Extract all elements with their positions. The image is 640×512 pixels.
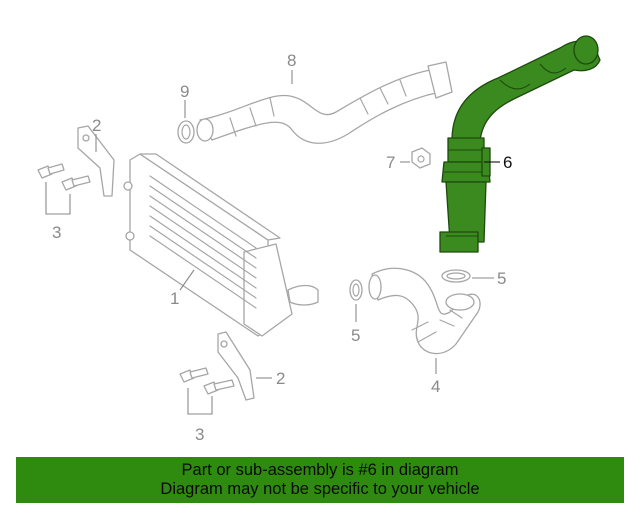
callout-2-lower[interactable]: 2 (276, 369, 285, 388)
leader-1 (179, 269, 195, 291)
part-8-upper-tube[interactable] (196, 61, 453, 144)
callout-6[interactable]: 6 (503, 153, 512, 172)
callout-9[interactable]: 9 (180, 82, 189, 101)
part-6-duct-assembly[interactable] (439, 35, 601, 253)
parts-diagram: 8 9 2 3 1 2 3 7 6 5 5 4 (37, 35, 601, 444)
notice-line-2: Diagram may not be specific to your vehi… (160, 480, 480, 498)
part-3-bolts-lower[interactable] (179, 367, 235, 395)
callout-1[interactable]: 1 (170, 289, 179, 308)
part-7-nut[interactable] (411, 147, 431, 169)
part-9-clamp[interactable] (177, 120, 195, 144)
part-5-clamp-right[interactable] (441, 269, 471, 283)
part-2-bracket-lower[interactable] (217, 331, 255, 401)
callout-4[interactable]: 4 (431, 377, 440, 396)
notice-banner: Part or sub-assembly is #6 in diagram Di… (16, 457, 624, 503)
callout-5-left[interactable]: 5 (351, 326, 360, 345)
part-1-intercooler[interactable] (123, 153, 319, 337)
callout-2-upper[interactable]: 2 (92, 116, 101, 135)
leader-3-lower (187, 388, 213, 415)
callout-7[interactable]: 7 (386, 153, 395, 172)
part-4-lower-hose[interactable] (368, 267, 481, 355)
leader-3-upper (45, 182, 71, 215)
part-3-bolts-upper[interactable] (37, 163, 91, 191)
part-2-bracket-upper[interactable] (77, 125, 115, 197)
callout-3-upper[interactable]: 3 (52, 223, 61, 242)
callout-3-lower[interactable]: 3 (195, 425, 204, 444)
notice-line-1: Part or sub-assembly is #6 in diagram (181, 461, 459, 479)
callout-8[interactable]: 8 (287, 51, 296, 70)
part-5-clamp-left[interactable] (349, 279, 363, 301)
callout-5-right[interactable]: 5 (497, 269, 506, 288)
